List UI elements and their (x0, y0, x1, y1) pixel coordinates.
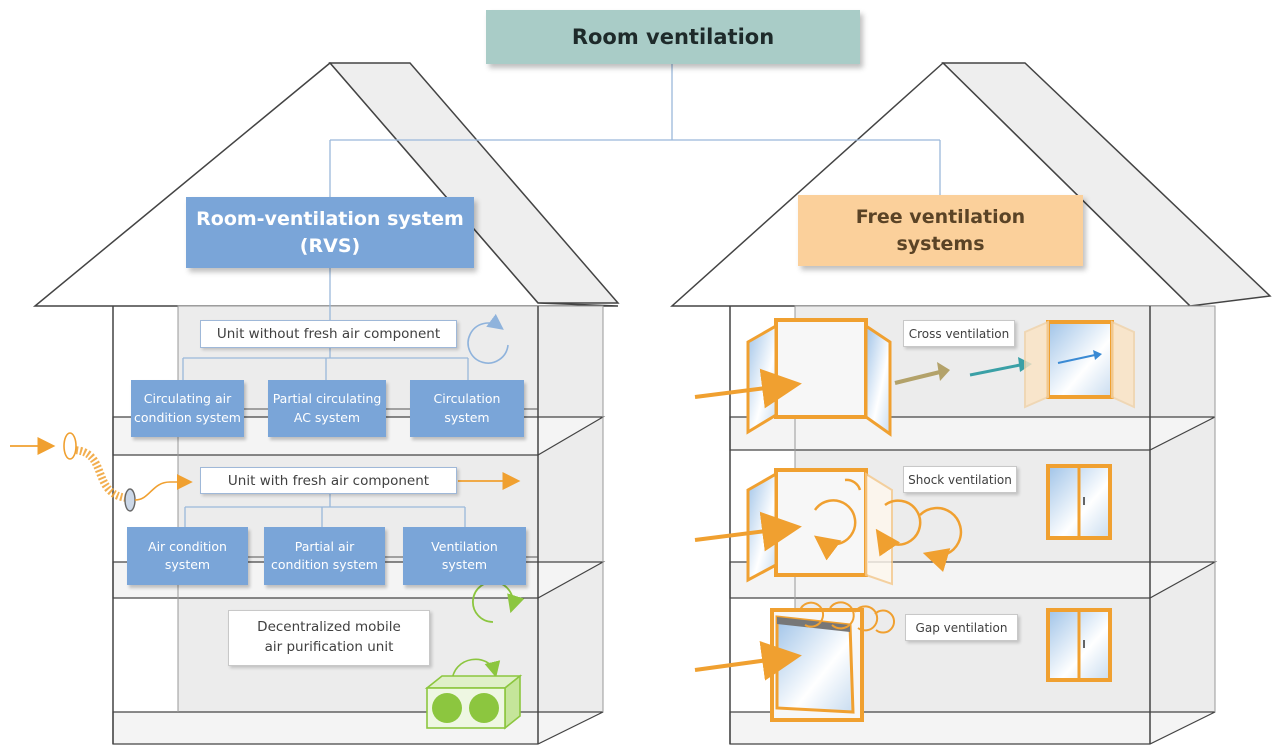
circulation-arrow-icon (467, 313, 509, 364)
circulation-system-box: Circulation system (410, 380, 524, 437)
sub-box-links (244, 408, 538, 558)
cross-ventilation-window-icon (694, 318, 1135, 437)
ventilation-system-box: Ventilation system (403, 527, 526, 585)
air-condition-system-box: Air condition system (127, 527, 248, 585)
connector-lines (182, 64, 941, 527)
air-duct-icon (10, 432, 521, 512)
mobile-purification-unit-box: Decentralized mobile air purification un… (228, 610, 430, 666)
partial-air-condition-box: Partial air condition system (264, 527, 385, 585)
cross-ventilation-label: Cross ventilation (903, 320, 1015, 347)
shock-ventilation-window-icon (694, 464, 1112, 586)
shock-ventilation-label: Shock ventilation (903, 466, 1017, 493)
right-floor-1 (729, 416, 1216, 451)
unit-without-fresh-air-box: Unit without fresh air component (200, 320, 457, 348)
room-ventilation-title: Room ventilation (486, 10, 860, 64)
unit-with-fresh-air-box: Unit with fresh air component (200, 467, 457, 494)
rvs-title-box: Room-ventilation system (RVS) (186, 197, 474, 268)
gap-ventilation-window-icon (694, 601, 1112, 722)
left-floor-3 (112, 711, 604, 745)
free-ventilation-title-box: Free ventilation systems (798, 195, 1083, 266)
partial-circulating-ac-box: Partial circulating AC system (268, 380, 386, 437)
gap-ventilation-label: Gap ventilation (905, 614, 1018, 641)
air-purifier-icon (424, 581, 525, 730)
circulating-air-condition-box: Circulating air condition system (131, 380, 244, 437)
